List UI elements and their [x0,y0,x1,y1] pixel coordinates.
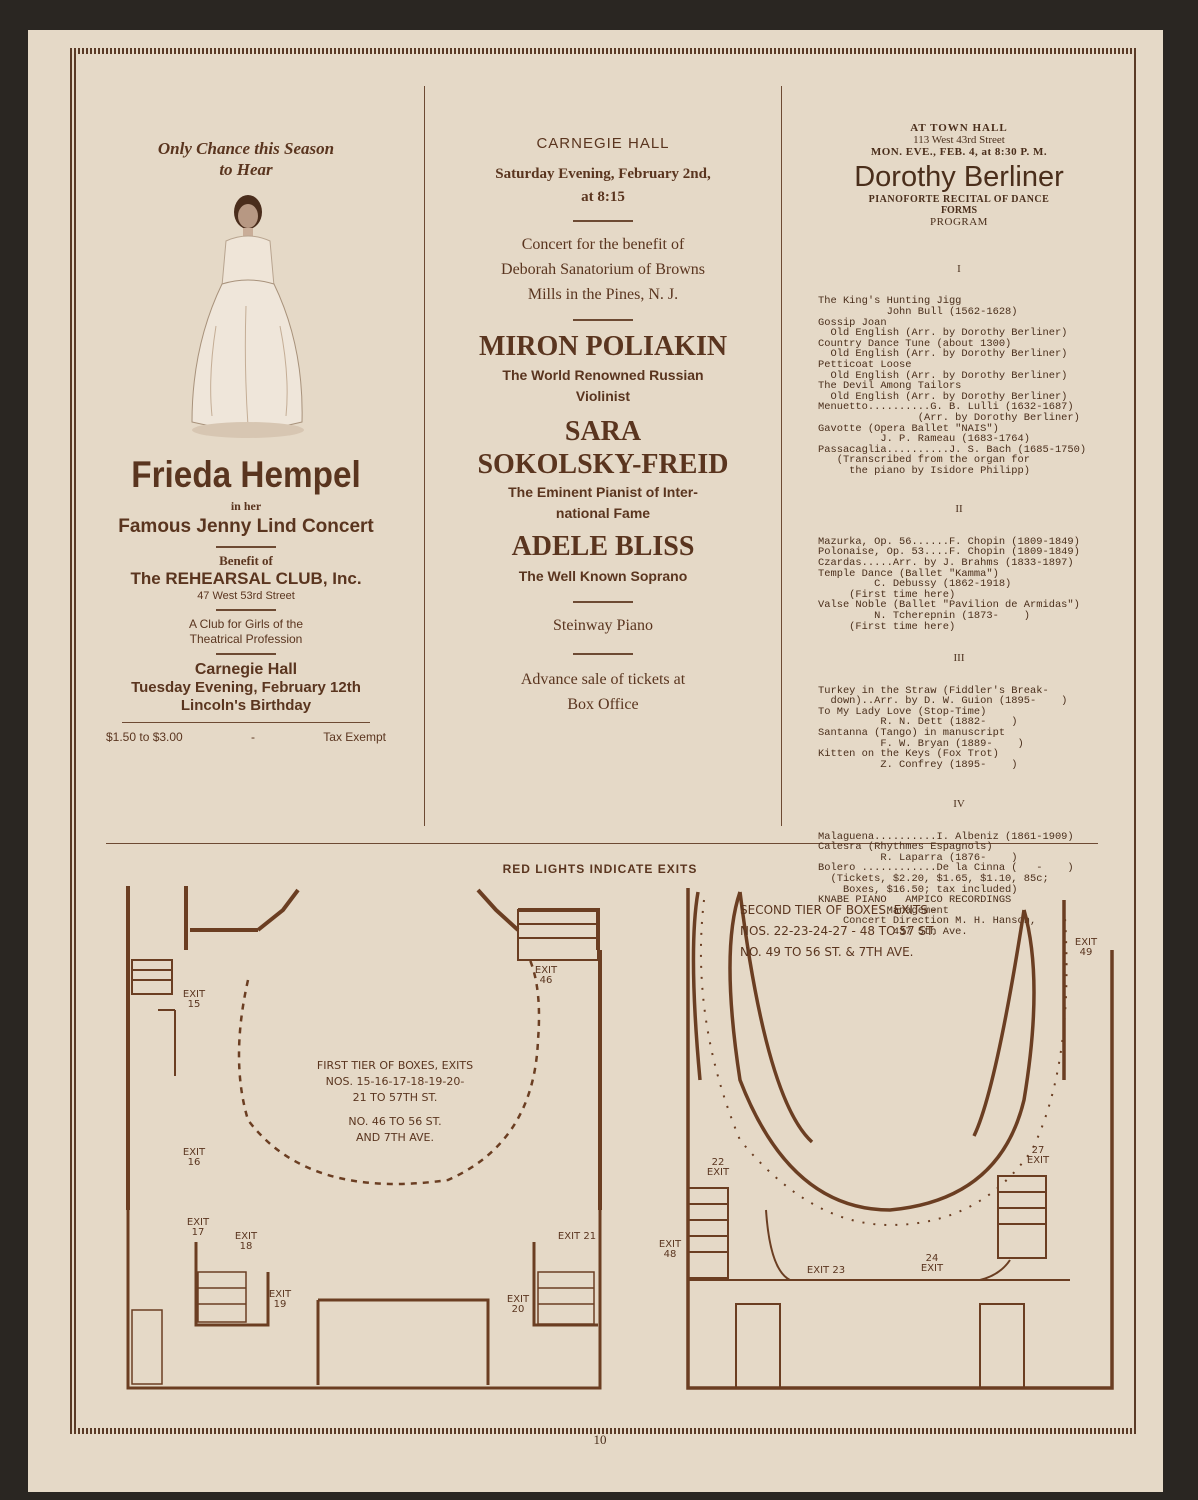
plan-note-line: NO. 49 TO 56 ST. & 7TH AVE. [740,945,914,959]
artist-desc: The Eminent Pianist of Inter- [508,484,698,500]
date: MON. EVE., FEB. 4, at 8:30 P. M. [870,146,1048,158]
rule [573,319,633,321]
exit-label: EXIT 21 [557,1231,597,1242]
artist-name: ADELE BLISS [511,531,695,562]
artist-desc: Violinist [575,388,631,404]
ticket-note: Advance sale of tickets at [520,671,686,688]
artist-name: MIRON POLIAKIN [478,331,728,362]
price-line: $1.50 to $3.00 - Tax Exempt [98,730,394,744]
benefit-text: Deborah Sanatorium of Browns [501,261,705,278]
program-section: The King's Hunting Jigg John Bull (1562-… [818,295,1087,477]
rule [216,609,276,611]
artist-desc: The World Renowned Russian [502,367,704,383]
artist-desc: national Fame [555,505,651,521]
ad-text: Benefit of [219,553,273,568]
plan-note-line: FIRST TIER OF BOXES, EXITS [316,1059,474,1072]
date: Saturday Evening, February 2nd, [495,166,711,182]
exit-label: EXIT 17 [186,1217,210,1238]
hempel-ad: Only Chance this Season to Hear Frieda H… [98,138,394,744]
exit-label: EXIT 18 [234,1231,258,1252]
ad-text: in her [230,499,262,513]
artist-name: SOKOLSKY-FREID [477,449,729,480]
plan-note-line: NO. 46 TO 56 ST. [348,1115,442,1128]
rule [573,220,633,222]
first-tier-floor-plan [126,886,602,1210]
time: at 8:15 [581,189,625,205]
venue: Carnegie Hall [194,661,298,678]
program-section-number: IV [953,797,965,810]
section-divider [106,843,1098,844]
exit-label: 22 EXIT [706,1157,730,1178]
plan-note-line: NOS. 22-23-24-27 - 48 TO 57 ST. [740,924,936,938]
exit-label: EXIT 20 [506,1294,530,1315]
ad-tagline: to Hear [219,160,273,179]
rule [573,601,633,603]
plan-note-line: 21 TO 57TH ST. [352,1091,438,1104]
first-tier-note: FIRST TIER OF BOXES, EXITS NOS. 15-16-17… [310,1058,480,1146]
rule [216,546,276,548]
tax-note: Tax Exempt [323,730,386,744]
program-section: Turkey in the Straw (Fiddler's Break- do… [818,684,1068,771]
second-tier-floor-plan [686,888,1114,1390]
venue: CARNEGIE HALL [536,135,670,152]
page-number: 10 [593,1432,607,1447]
club-name: The REHEARSAL CLUB, Inc. [130,569,362,588]
recital-subtitle: FORMS [940,205,978,216]
program-section: Mazurka, Op. 56......F. Chopin (1809-184… [818,535,1080,633]
first-tier-lower-plan [126,1180,602,1390]
program-section-number: III [953,652,965,665]
club-address: 47 West 53rd Street [197,590,295,602]
plan-note-line: AND 7TH AVE. [356,1131,434,1144]
carnegie-benefit-ad: CARNEGIE HALL Saturday Evening, February… [442,132,764,717]
exit-label: 24 EXIT [920,1253,944,1274]
concert-title: Famous Jenny Lind Concert [118,516,374,537]
exit-label: EXIT 19 [268,1289,292,1310]
exit-label: EXIT 46 [534,965,558,986]
exit-label: EXIT 49 [1074,937,1098,958]
column-divider [781,86,782,826]
program-list: I The King's Hunting Jigg John Bull (156… [818,243,1100,948]
program-section: Malaguena..........I. Albeniz (1861-1909… [818,830,1074,939]
separator: - [251,730,256,744]
date: Tuesday Evening, February 12th [131,679,361,696]
ad-text: Theatrical Profession [189,632,303,646]
plans-heading: RED LIGHTS INDICATE EXITS [502,862,698,876]
performer-name: Frieda Hempel [131,454,361,495]
rule [122,722,370,723]
price: $1.50 to $3.00 [106,730,183,744]
portrait-illustration [191,195,304,438]
plan-note-line: NOS. 15-16-17-18-19-20- [325,1075,465,1088]
column-divider [424,86,425,826]
venue: AT TOWN HALL [910,122,1008,134]
artist-desc: The Well Known Soprano [518,568,688,584]
exit-label: EXIT 23 [806,1265,846,1276]
artist-name: SARA [564,416,642,447]
piano-note: Steinway Piano [553,617,653,634]
benefit-text: Concert for the benefit of [521,236,685,253]
ad-text: A Club for Girls of the [188,617,304,631]
plan-note-line: SECOND TIER OF BOXES. EXITS - [740,903,937,917]
second-tier-note: SECOND TIER OF BOXES. EXITS - NOS. 22-23… [740,900,1040,963]
exit-label: 27 EXIT [1026,1145,1050,1166]
berliner-ad: AT TOWN HALL 113 West 43rd Street MON. E… [806,122,1112,229]
program-section-number: I [957,263,961,276]
program-heading: PROGRAM [930,216,988,228]
rule [573,653,633,655]
rule [216,653,276,655]
program-section-number: II [955,502,963,515]
ticket-note: Box Office [567,696,639,713]
venue-address: 113 West 43rd Street [913,134,1005,146]
occasion: Lincoln's Birthday [180,697,312,714]
exit-label: EXIT 15 [182,989,206,1010]
ad-tagline: Only Chance this Season [157,139,335,158]
exit-label: EXIT 16 [182,1147,206,1168]
exit-label: EXIT 48 [658,1239,682,1260]
benefit-text: Mills in the Pines, N. J. [527,286,679,303]
performer-name: Dorothy Berliner [854,161,1064,193]
recital-subtitle: PIANOFORTE RECITAL OF DANCE [868,194,1050,205]
